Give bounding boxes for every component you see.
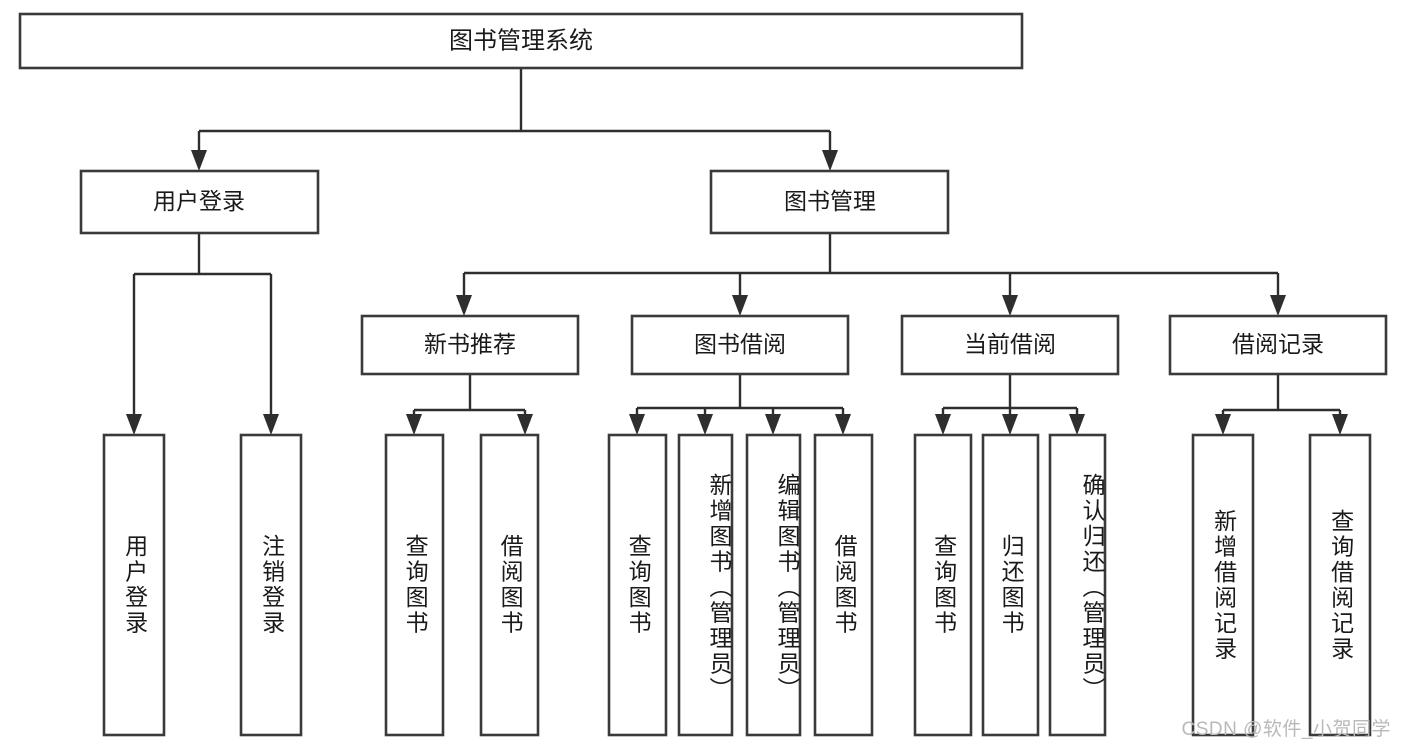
node-box-leaf-return-book[interactable] xyxy=(981,433,1040,737)
watermark-text: CSDN @软件_小贺同学 xyxy=(1181,719,1391,740)
node-box-leaf-query-book-1[interactable] xyxy=(384,433,445,737)
arrow-head-leaf-edit-book xyxy=(765,414,781,435)
node-box-leaf-user-login[interactable] xyxy=(102,433,166,737)
connector-group-borrow-record xyxy=(1215,374,1348,435)
node-box-root[interactable] xyxy=(18,12,1024,70)
node-box-leaf-edit-book[interactable] xyxy=(745,433,802,737)
node-label-new-book-rec: 新书推荐 xyxy=(424,331,516,357)
node-label-book-borrow: 图书借阅 xyxy=(694,331,786,357)
node-box-book-manage[interactable] xyxy=(709,169,950,235)
node-new-book-rec[interactable]: 新书推荐 xyxy=(360,314,580,376)
arrow-head-leaf-query-book-3 xyxy=(935,414,951,435)
connector-group-book-manage xyxy=(456,233,1286,316)
arrow-head-book-borrow xyxy=(732,295,748,316)
arrow-head-user-login xyxy=(191,150,207,171)
connector-group-root xyxy=(191,68,838,171)
arrow-head-leaf-add-book xyxy=(697,414,713,435)
node-root[interactable]: 图书管理系统 xyxy=(18,12,1024,70)
connector-group-current-borrow xyxy=(935,374,1085,435)
connector-group-book-borrow xyxy=(629,374,851,435)
arrow-head-borrow-record xyxy=(1270,295,1286,316)
node-box-leaf-borrow-book-2[interactable] xyxy=(813,433,874,737)
arrow-head-leaf-return-book xyxy=(1002,414,1018,435)
arrow-head-book-manage xyxy=(822,150,838,171)
node-book-borrow[interactable]: 图书借阅 xyxy=(630,314,850,376)
arrow-head-current-borrow xyxy=(1002,295,1018,316)
node-box-leaf-query-record[interactable] xyxy=(1308,433,1372,737)
arrow-head-leaf-query-book-1 xyxy=(406,414,422,435)
node-user-login[interactable]: 用户登录 xyxy=(79,169,320,235)
node-label-book-manage: 图书管理 xyxy=(784,188,876,214)
node-box-leaf-query-book-2[interactable] xyxy=(607,433,668,737)
arrow-head-leaf-user-logout xyxy=(263,414,279,435)
node-box-leaf-borrow-book-1[interactable] xyxy=(479,433,540,737)
node-box-new-book-rec[interactable] xyxy=(360,314,580,376)
arrow-head-leaf-borrow-book-2 xyxy=(835,414,851,435)
arrow-head-new-book-rec xyxy=(456,295,472,316)
node-box-leaf-confirm-return[interactable] xyxy=(1048,433,1107,737)
connector-group-user-login xyxy=(126,233,279,435)
node-label-root: 图书管理系统 xyxy=(449,27,593,54)
arrow-head-leaf-borrow-book-1 xyxy=(517,414,533,435)
node-label-user-login: 用户登录 xyxy=(153,188,245,214)
node-box-leaf-add-book[interactable] xyxy=(677,433,734,737)
node-box-user-login[interactable] xyxy=(79,169,320,235)
node-borrow-record[interactable]: 借阅记录 xyxy=(1168,314,1388,376)
arrow-head-leaf-add-record xyxy=(1215,414,1231,435)
node-box-current-borrow[interactable] xyxy=(900,314,1120,376)
leaf-boxes xyxy=(102,433,1372,737)
node-box-leaf-user-logout[interactable] xyxy=(239,433,303,737)
arrow-head-leaf-query-record xyxy=(1332,414,1348,435)
arrow-head-leaf-query-book-2 xyxy=(629,414,645,435)
node-label-current-borrow: 当前借阅 xyxy=(964,331,1056,357)
node-box-borrow-record[interactable] xyxy=(1168,314,1388,376)
node-current-borrow[interactable]: 当前借阅 xyxy=(900,314,1120,376)
arrow-head-leaf-confirm-return xyxy=(1069,414,1085,435)
connector-group-new-book-rec xyxy=(406,374,533,435)
node-box-leaf-add-record[interactable] xyxy=(1191,433,1255,737)
node-label-borrow-record: 借阅记录 xyxy=(1232,331,1324,357)
node-book-manage[interactable]: 图书管理 xyxy=(709,169,950,235)
node-box-leaf-query-book-3[interactable] xyxy=(913,433,973,737)
arrow-head-leaf-user-login xyxy=(126,414,142,435)
node-box-book-borrow[interactable] xyxy=(630,314,850,376)
